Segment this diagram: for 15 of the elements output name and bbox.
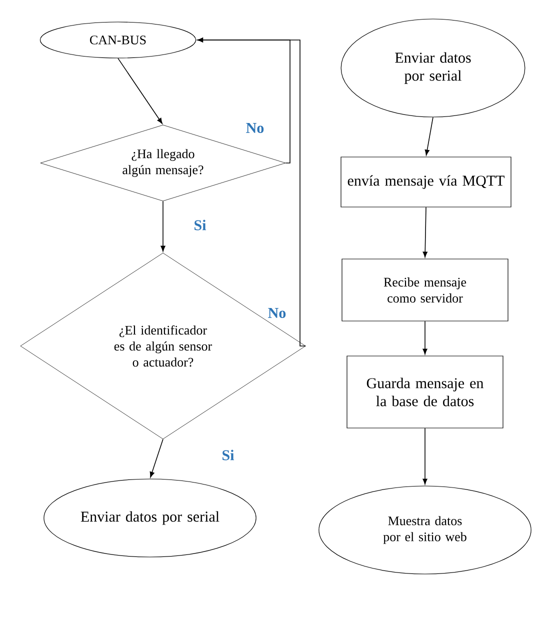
process-box: Guarda mensaje en la base de datos: [346, 356, 504, 428]
arrow: [160, 200, 166, 252]
arrow: [118, 58, 162, 124]
arrow: [197, 38, 306, 346]
arrow: [424, 116, 434, 156]
arrow: [422, 320, 428, 354]
edge-label: Si: [220, 448, 236, 462]
arrow: [422, 206, 428, 258]
arrow: [422, 428, 428, 484]
edge-label: No: [266, 307, 288, 319]
process-box: Recibe mensaje como servidor: [342, 258, 508, 322]
arrow: [150, 438, 164, 478]
process-box: envía mensaje vía MQTT: [340, 156, 512, 208]
edge-label: No: [244, 122, 266, 134]
edge-label: Si: [192, 218, 208, 232]
